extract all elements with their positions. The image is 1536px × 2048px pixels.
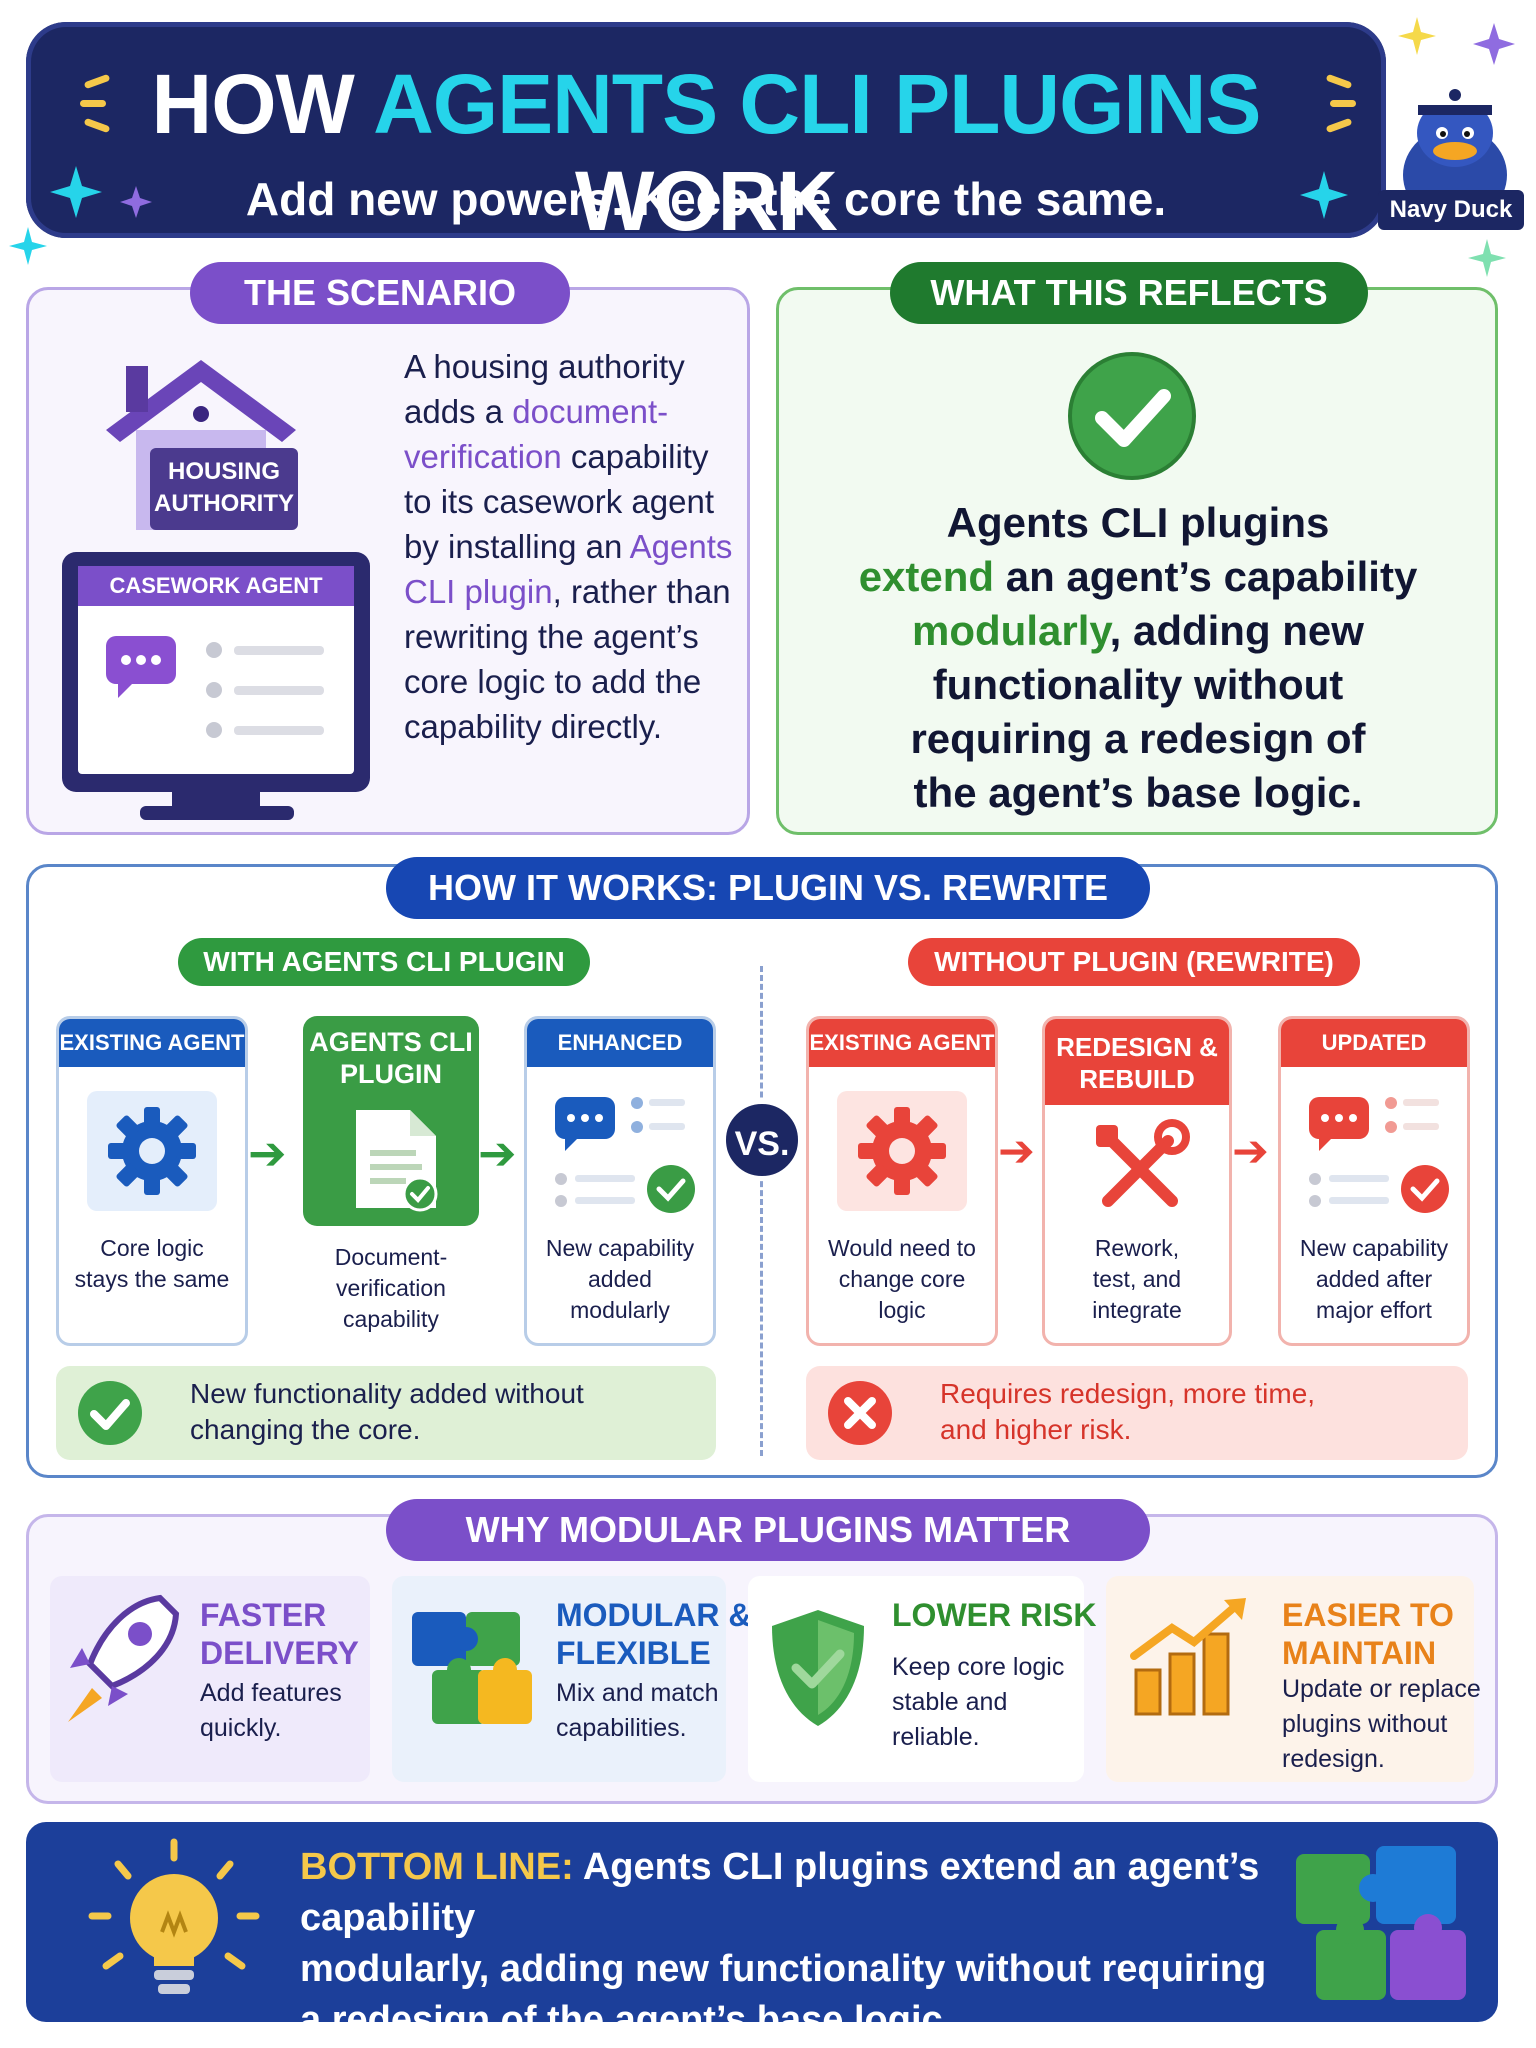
mascot-label: Navy Duck (1378, 190, 1524, 230)
card-head: REDESIGN &REBUILD (1045, 1019, 1229, 1105)
comparison-divider (760, 966, 763, 1456)
rewrite-result-text: Requires redesign, more time,and higher … (940, 1378, 1316, 1445)
gear-icon (858, 1107, 946, 1195)
card-head: UPDATED AGENT (1281, 1019, 1467, 1103)
reflects-statement: Agents CLI plugins extend an agent’s cap… (858, 499, 1418, 816)
arrow-right-icon: ➔ (248, 1127, 287, 1179)
chat-checklist-icon (1309, 1097, 1449, 1213)
spark-dash-icon (80, 100, 106, 107)
sparkle-icon (1300, 171, 1348, 219)
rewrite-result-banner: Requires redesign, more time,and higher … (806, 1366, 1468, 1460)
page-title: HOW AGENTS CLI PLUGINS WORK (151, 57, 1262, 248)
sparkle-icon (9, 227, 47, 265)
how-it-works-pill: HOW IT WORKS: PLUGIN VS. REWRITE (386, 857, 1150, 919)
sparkle-icon (1473, 23, 1515, 65)
why-modular-pill: WHY MODULAR PLUGINS MATTER (386, 1499, 1150, 1561)
arrow-right-icon: ➔ (998, 1127, 1035, 1176)
arrow-right-icon: ➔ (1232, 1127, 1269, 1176)
header-banner: HOW AGENTS CLI PLUGINS WORK Add new powe… (26, 22, 1386, 248)
sparkle-icon (50, 166, 102, 218)
x-circle-icon (828, 1381, 892, 1445)
chat-checklist-icon (555, 1097, 695, 1213)
list-lines-icon (206, 642, 324, 738)
benefit-tile-maintain (1106, 1576, 1474, 1782)
house-label-plate (150, 448, 298, 530)
puzzle-icon (412, 1612, 532, 1724)
check-circle-icon (78, 1381, 142, 1445)
with-plugin-pill: WITH AGENTS CLI PLUGIN (178, 938, 590, 986)
rocket-icon (68, 1594, 180, 1722)
lightbulb-icon (88, 1838, 260, 1994)
growth-chart-icon (1130, 1598, 1246, 1716)
document-icon (356, 1110, 438, 1212)
sparkle-icon (1468, 239, 1506, 277)
chat-bubble-icon (106, 636, 176, 698)
card-head: EXISTING AGENT (809, 1019, 995, 1067)
card-head: ENHANCED AGENT (527, 1019, 713, 1103)
benefit-title: MODULAR &FLEXIBLE (556, 1597, 752, 1671)
puzzle-pieces-icon (1296, 1846, 1466, 2000)
check-circle-icon (1068, 352, 1196, 480)
navy-duck-mascot-icon (1403, 85, 1507, 223)
monitor-base (140, 806, 294, 820)
monitor-stand (172, 792, 260, 810)
vs-badge: VS. (722, 1100, 802, 1180)
reflects-pill: WHAT THIS REFLECTS (890, 262, 1368, 324)
sparkle-icon (120, 186, 152, 218)
sparkle-icon (1398, 17, 1436, 55)
monitor-label: CASEWORK AGENT (78, 566, 354, 606)
without-plugin-pill: WITHOUT PLUGIN (REWRITE) (908, 938, 1360, 986)
gear-icon (108, 1107, 196, 1195)
benefit-title: LOWER RISK (892, 1597, 1097, 1633)
scenario-description: A housing authority adds a document-veri… (404, 348, 733, 745)
page-subtitle: Add new powers. Keep the core the same. (245, 173, 1167, 225)
scenario-pill: THE SCENARIO (190, 262, 570, 324)
bottom-line-banner (26, 1822, 1498, 2022)
spark-dash-icon (1330, 100, 1356, 107)
bottom-line-text: BOTTOM LINE: Agents CLI plugins extend a… (300, 1846, 1267, 2041)
card-head: EXISTING AGENT (59, 1019, 245, 1067)
shield-icon (772, 1610, 864, 1726)
tools-icon (1096, 1119, 1190, 1207)
arrow-right-icon: ➔ (478, 1127, 517, 1179)
